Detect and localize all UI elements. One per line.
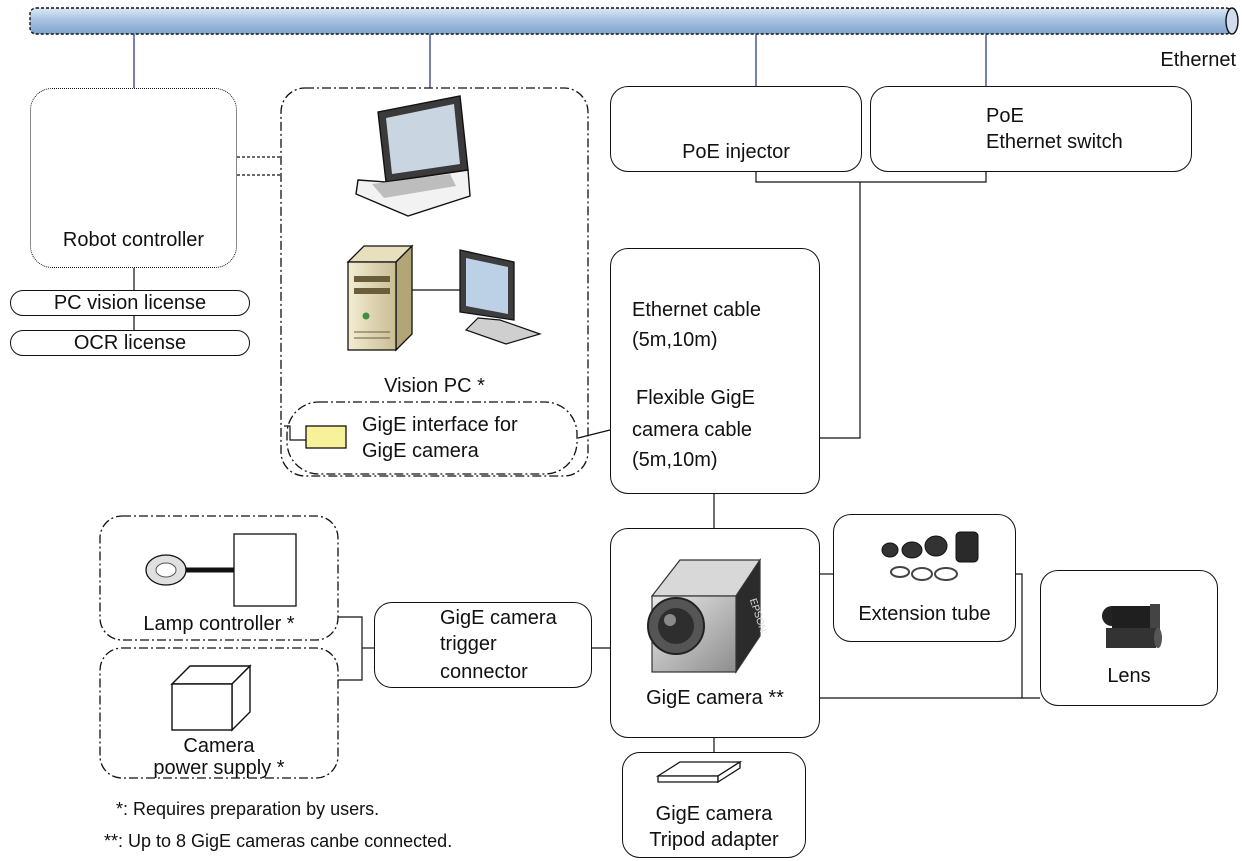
bus-drops (133, 34, 987, 88)
gige-interface-label-line1: GigE interface for (362, 414, 518, 436)
pc-vision-license[interactable]: PC vision license (10, 290, 250, 316)
flex-cable-label-line3: (5m,10m) (632, 449, 718, 471)
laptop-art (355, 95, 471, 217)
lamp-art (145, 533, 297, 607)
trigger-label-line1: GigE camera (440, 607, 557, 629)
lens-node[interactable] (1040, 570, 1218, 706)
tripod-label-line2: Tripod adapter (649, 829, 779, 851)
camera-power-label-line1: Camera (183, 735, 255, 757)
vision-pc-label: Vision PC * (384, 375, 485, 397)
camera-power-label-line2: power supply * (153, 757, 285, 779)
ethernet-cable-label-line1: Ethernet cable (632, 299, 761, 321)
flex-cable-label-line1: Flexible GigE (636, 387, 755, 409)
extension-tube-label: Extension tube (858, 603, 991, 625)
gige-camera-label: GigE camera ** (646, 687, 784, 709)
ethernet-label: Ethernet (1160, 49, 1236, 71)
gige-camera-art (647, 558, 762, 674)
robot-controller-node[interactable] (30, 88, 237, 268)
trigger-label-line3: connector (440, 661, 528, 683)
gige-interface-label-line2: GigE camera (362, 440, 479, 462)
poe-injector-label: PoE injector (682, 141, 790, 163)
trigger-connector-node[interactable] (374, 602, 592, 688)
cable-node[interactable] (610, 248, 820, 494)
trigger-label-line2: trigger (440, 633, 497, 655)
poe-switch-label-line1: PoE (986, 105, 1024, 127)
extension-tube-node[interactable] (833, 514, 1016, 642)
poe-switch-label-line2: Ethernet switch (986, 131, 1123, 153)
interface-card-art (305, 425, 347, 449)
ocr-license[interactable]: OCR license (10, 330, 250, 356)
poe-injector-node[interactable] (610, 86, 862, 172)
ethernet-cable-label-line2: (5m,10m) (632, 329, 718, 351)
gige-camera-node[interactable] (610, 528, 820, 738)
lens-label: Lens (1107, 665, 1151, 687)
tripod-label-line1: GigE camera (655, 803, 773, 825)
connectors (133, 156, 1040, 752)
ethernet-bus (29, 7, 1239, 35)
lamp-controller-label: Lamp controller * (143, 613, 295, 635)
tripod-adapter-node[interactable] (622, 752, 806, 858)
dashdot-frames (99, 87, 589, 779)
robot-controller-label: Robot controller (62, 229, 205, 251)
footnote-1: *: Requires preparation by users. (116, 799, 380, 819)
lens-art (1102, 604, 1162, 648)
poe-switch-node[interactable] (870, 86, 1192, 172)
extension-tube-art (881, 531, 979, 581)
desktop-pc-art (346, 244, 542, 352)
footnote-2: **: Up to 8 GigE cameras canbe connected… (104, 831, 453, 851)
power-supply-art (170, 664, 252, 732)
tripod-adapter-art (655, 760, 743, 784)
flex-cable-label-line2: camera cable (632, 419, 753, 441)
